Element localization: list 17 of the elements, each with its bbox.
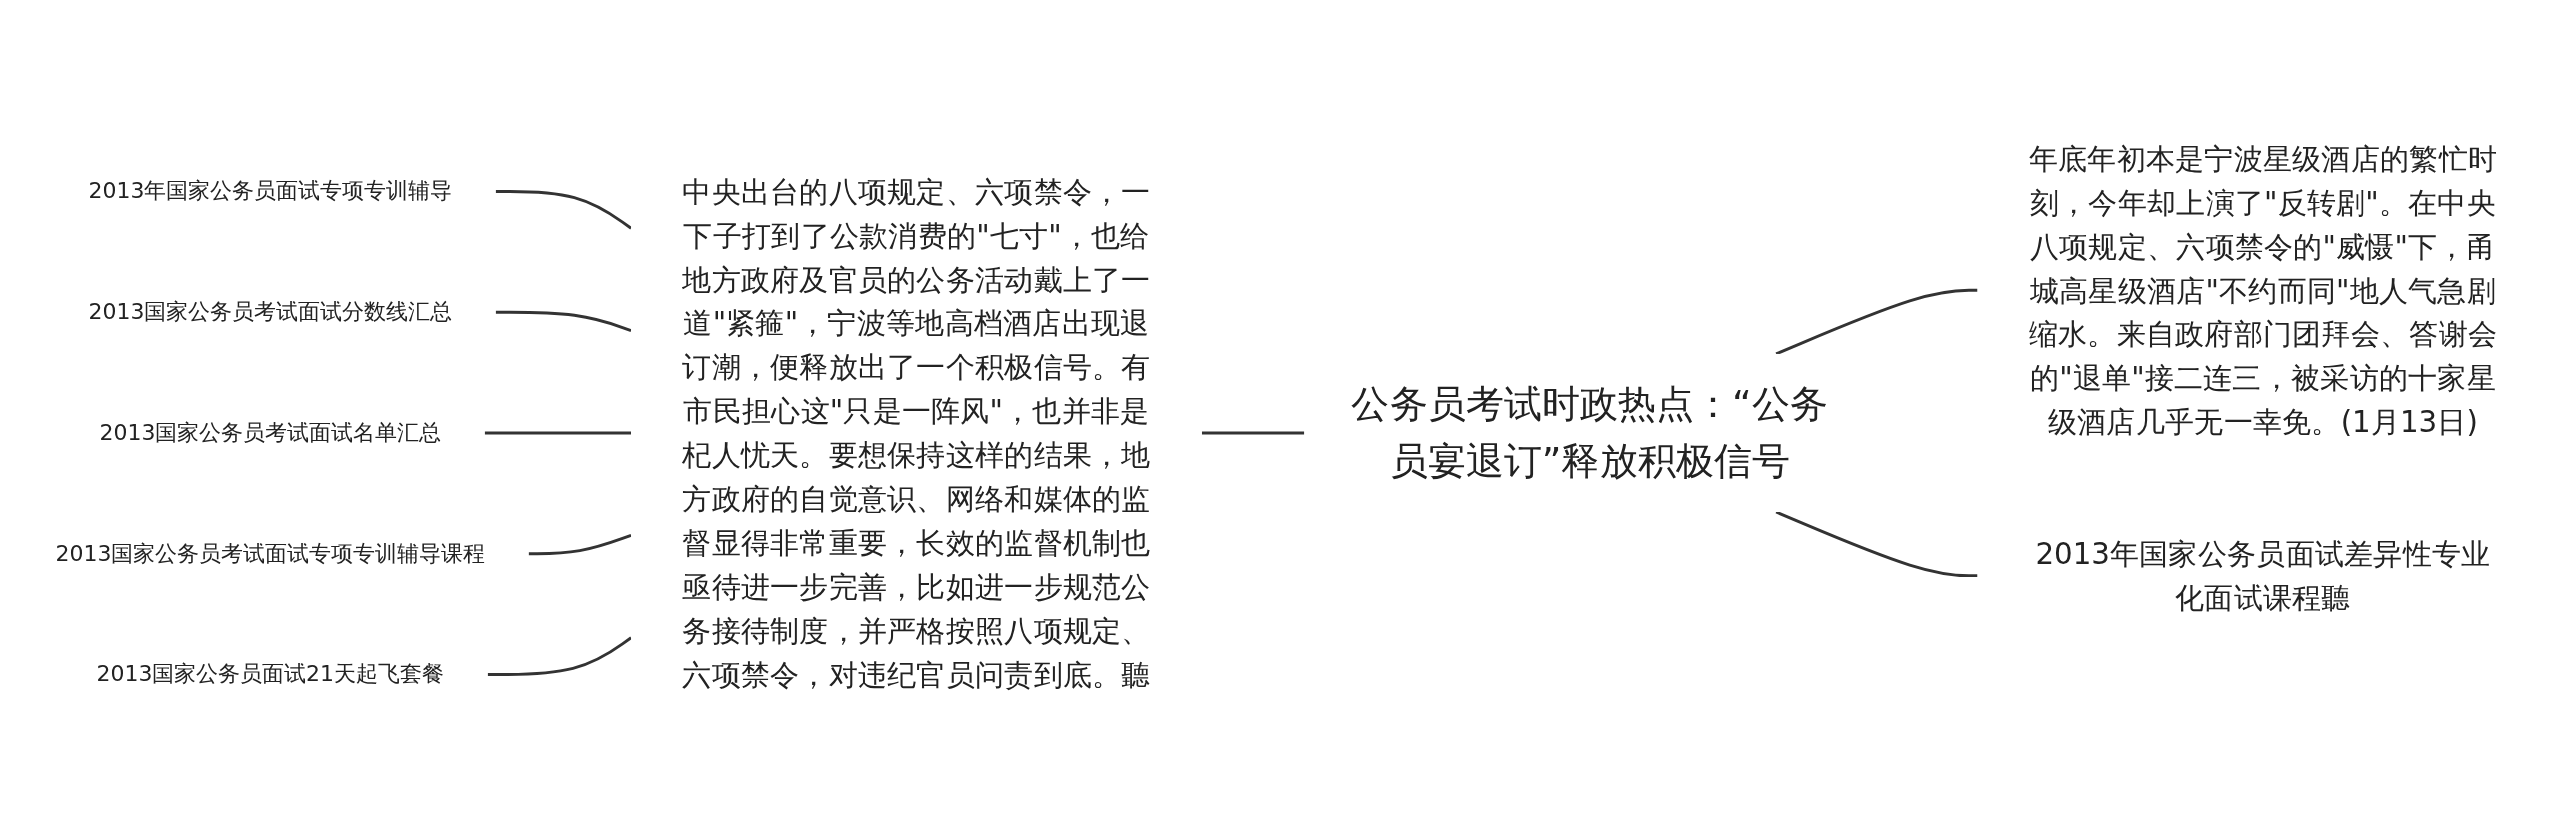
connector [484, 431, 632, 435]
node-text: 2013国家公务员面试21天起飞套餐 [96, 660, 444, 688]
node-text: 2013国家公务员考试面试名单汇总 [99, 419, 441, 446]
connector [495, 310, 632, 332]
connector [528, 533, 632, 556]
connector [487, 636, 632, 676]
connector [1775, 510, 1978, 578]
node-text: 年底年初本是宁波星级酒店的繁忙时刻，今年却上演了"反转剧"。在中央八项规定、六项禁令的"威慑"下，甬城高星级酒店"不约而同"地人气急剧缩水。来自政府部门团拜会、答谢会的"退单"接二连三，被采访的十家星级酒店几乎无一幸免。(1月13日) [2028, 140, 2498, 440]
node-text: 2013年国家公务员面试专项专训辅导 [88, 177, 452, 205]
node-text: 2013国家公务员考试面试分数线汇总 [88, 298, 452, 326]
connector [1775, 288, 1978, 356]
node-text: 公务员考试时政热点：“公务员宴退订”释放积极信号 [1351, 381, 1828, 483]
node-text: 2013国家公务员考试面试专项专训辅导课程 [55, 540, 485, 567]
node-text: 2013年国家公务员面试差异性专业化面试课程聽 [2035, 536, 2491, 616]
connector [495, 190, 632, 230]
connector [1201, 431, 1305, 435]
node-text: 中央出台的八项规定、六项禁令，一下子打到了公款消费的"七寸"，也给地方政府及官员的公务活动戴上了一道"紧箍"，宁波等地高档酒店出现退订潮，便释放出了一个积极信号。有市民担心这"只是一阵风"，也并非是杞人忧天。要想保持这样的结果，地方政府的自觉意识、网络和媒体的监督显得非常重要，长效的监督机制也亟待进一步完善，比如进一步规范公务接待制度，并严格按照八项规定、六项禁令，对违纪官员问责到底。聽 [682, 173, 1151, 693]
